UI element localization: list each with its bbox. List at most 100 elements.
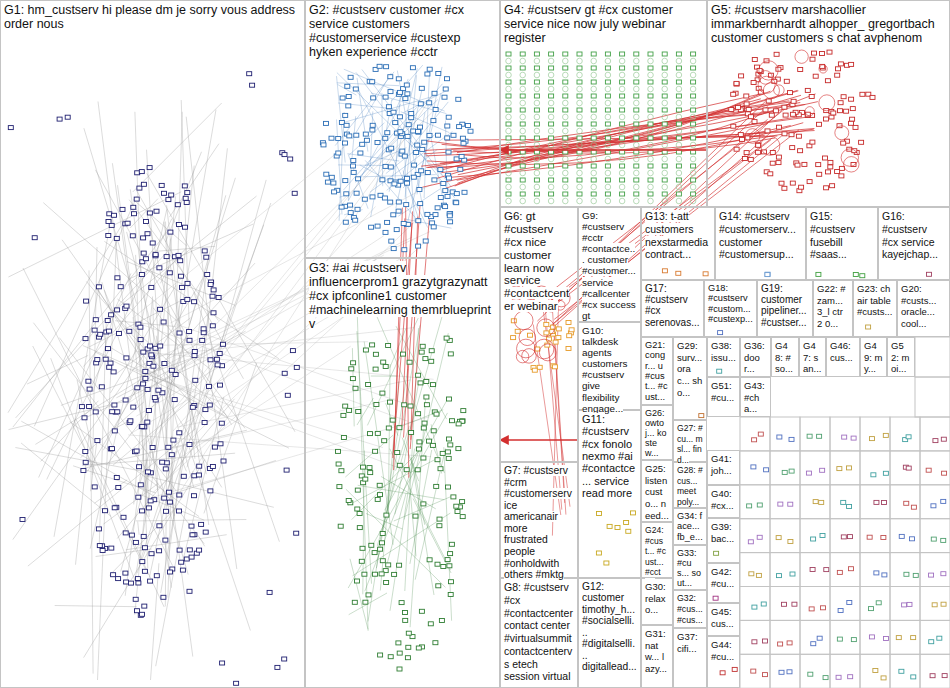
vertex-mark	[419, 350, 424, 354]
vertex-mark	[752, 640, 757, 644]
vertex-mark	[691, 192, 696, 196]
minor-group	[890, 587, 920, 621]
self-loop	[520, 156, 526, 162]
self-loop	[662, 142, 668, 148]
vertex-mark	[131, 405, 136, 409]
edge-line	[156, 336, 174, 516]
vertex-mark	[907, 602, 912, 606]
group-box: G26: owtoj... ko stew...	[641, 405, 673, 460]
vertex-mark	[362, 197, 367, 201]
edge-line	[356, 72, 390, 116]
vertex-mark	[605, 164, 610, 168]
edge-line	[198, 148, 228, 414]
vertex-mark	[288, 157, 293, 161]
edge-line	[113, 310, 227, 416]
minor-group	[915, 377, 950, 417]
edge-line	[139, 494, 204, 520]
vertex-mark	[648, 122, 653, 126]
edge-line	[95, 480, 128, 503]
vertex-mark	[143, 257, 148, 261]
vertex-mark	[778, 502, 783, 506]
vertex-mark	[105, 319, 110, 323]
vertex-mark	[824, 117, 829, 121]
vertex-mark	[676, 66, 681, 70]
vertex-mark	[391, 213, 396, 217]
vertex-mark	[520, 136, 525, 140]
minor-group	[740, 587, 770, 621]
vertex-mark	[93, 318, 98, 322]
vertex-mark	[506, 178, 511, 182]
self-loop	[577, 128, 583, 134]
self-loop	[563, 72, 569, 78]
vertex-mark	[448, 552, 453, 556]
self-loop	[548, 72, 554, 78]
vertex-mark	[211, 311, 216, 315]
vertex-mark	[563, 108, 568, 112]
vertex-mark	[634, 178, 639, 182]
edge-line	[169, 255, 209, 559]
group-box: G27: #cu... msl... find...	[673, 420, 707, 462]
vertex-mark	[791, 99, 796, 103]
vertex-mark	[431, 383, 436, 387]
vertex-mark	[140, 612, 145, 616]
vertex-mark	[436, 72, 441, 76]
edge-line	[349, 123, 384, 155]
vertex-mark	[396, 200, 401, 204]
self-loop	[676, 156, 682, 162]
vertex-mark	[809, 607, 814, 611]
group-box: G11: #custserv #cx fonolo nexmo #ai #con…	[578, 410, 641, 578]
group-box: G22: #zam... 3_l ctr 2 0...	[813, 280, 853, 337]
vertex-mark	[185, 281, 190, 285]
edge-line	[160, 328, 414, 356]
vertex-mark	[199, 522, 204, 526]
vertex-mark	[762, 673, 767, 677]
vertex-mark	[385, 131, 390, 135]
edge-line	[21, 443, 111, 516]
minor-group	[770, 553, 800, 587]
vertex-mark	[401, 352, 406, 356]
vertex-mark	[363, 600, 368, 604]
self-loop	[605, 72, 611, 78]
vertex-mark	[563, 94, 568, 98]
edge-line	[104, 483, 159, 524]
vertex-mark	[168, 230, 173, 234]
vertex-mark	[164, 509, 169, 513]
minor-group	[860, 485, 890, 519]
self-loop	[648, 170, 654, 176]
vertex-mark	[208, 489, 213, 493]
vertex-mark	[841, 141, 846, 145]
edge-bundle	[426, 129, 814, 152]
edge-line	[117, 399, 234, 539]
vertex-mark	[145, 232, 150, 236]
edge-line	[337, 120, 343, 215]
vertex-mark	[534, 136, 539, 140]
vertex-mark	[141, 350, 146, 354]
self-loop	[577, 72, 583, 78]
self-loop	[506, 128, 512, 134]
vertex-mark	[350, 377, 355, 381]
vertex-mark	[787, 670, 792, 674]
vertex-mark	[731, 124, 736, 128]
vertex-mark	[813, 74, 818, 78]
vertex-mark	[867, 535, 872, 539]
vertex-mark	[383, 95, 388, 99]
vertex-mark	[620, 66, 625, 70]
vertex-mark	[329, 136, 334, 140]
self-loop	[520, 72, 526, 78]
vertex-mark	[175, 203, 180, 207]
vertex-mark	[820, 52, 825, 56]
group-label: G46: cus...	[830, 340, 853, 363]
group-box: G14: #custserv #customerserv... customer…	[715, 207, 806, 280]
vertex-mark	[813, 500, 818, 504]
vertex-mark	[758, 432, 763, 436]
minor-group	[920, 553, 950, 587]
edge-line	[138, 522, 139, 535]
vertex-mark	[391, 247, 396, 251]
self-loop	[534, 58, 540, 64]
vertex-mark	[427, 558, 432, 562]
vertex-mark	[353, 87, 358, 91]
self-loop	[605, 156, 611, 162]
edge-line	[401, 112, 450, 133]
vertex-mark	[763, 108, 768, 112]
vertex-mark	[807, 434, 812, 438]
